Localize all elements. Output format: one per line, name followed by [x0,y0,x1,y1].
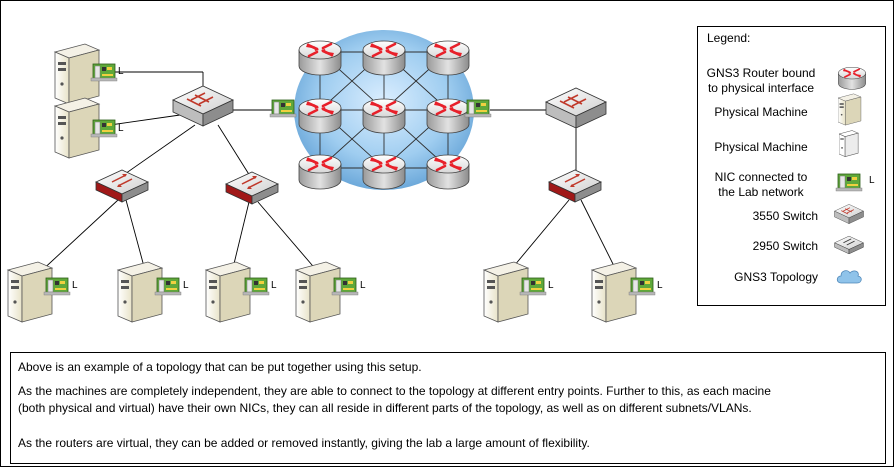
nic-icon [464,99,492,118]
description-line: (both physical and virtual) have their o… [18,401,752,415]
pc-icon [838,93,862,126]
router-icon [361,97,407,135]
pc-icon [54,43,100,105]
network-diagram: L L L L L L L L [7,30,663,323]
legend-item-label: GNS3 Topology [704,270,818,285]
nic-icon [90,119,118,138]
switch-2950-icon [548,169,602,203]
router-icon [425,153,471,191]
switch-2950-icon [95,169,149,203]
legend-title: Legend: [707,31,751,45]
description-line: Above is an example of a topology that c… [18,360,422,374]
lan-label: L [548,280,554,291]
lan-label: L [657,280,663,291]
legend-item-label-line: the Lab network [718,185,804,199]
legend-item-label-line: GNS3 Router bound [706,66,816,80]
switch-3550-icon [834,203,864,225]
router-icon [297,97,343,135]
nic-icon [242,277,270,296]
lan-label: L [271,280,277,291]
lan-label: L [360,280,366,291]
nic-icon [519,277,547,296]
legend-item-label: 3550 Switch [704,209,818,224]
legend-item-label: GNS3 Router bound to physical interface [702,66,820,96]
nic-icon [90,63,118,82]
router-icon [361,39,407,77]
nic-icon [331,277,359,296]
description-paragraph: As the routers are virtual, they can be … [18,435,590,452]
gns3-topology-cloud [294,30,474,191]
legend-item-label-line: 3550 Switch [752,209,818,223]
pc-small-icon [839,130,859,158]
legend-item-label: NIC connected to the Lab network [704,170,818,200]
description-box: Above is an example of a topology that c… [10,352,886,464]
legend-item-label-line: Physical Machine [714,140,808,154]
nic-icon [835,173,863,192]
description-paragraph: Above is an example of a topology that c… [18,359,422,376]
lan-label: L [118,66,124,77]
nic-icon [628,277,656,296]
switch-2950-icon [225,171,279,205]
router-icon [425,97,471,135]
router-icon [837,66,867,91]
switch-3550-icon [172,85,234,127]
legend-item-label-line: NIC connected to [714,170,808,184]
switch-2950-icon [834,235,864,255]
lan-label: L [869,175,875,186]
switch-3550-icon [545,87,607,129]
router-icon [425,39,471,77]
nic-icon [154,277,182,296]
legend-item-label: Physical Machine [704,105,818,120]
lan-label: L [118,123,124,134]
description-line: As the routers are virtual, they can be … [18,436,590,450]
lan-label: L [183,280,189,291]
legend-item-label: Physical Machine [704,140,818,155]
router-icon [297,153,343,191]
nic-icon [43,277,71,296]
legend-item-label-line: Physical Machine [714,105,808,119]
cloud-icon [836,270,862,284]
legend-item-label: 2950 Switch [704,239,818,254]
legend-item-label-line: 2950 Switch [752,239,818,253]
lan-label: L [72,280,78,291]
nic-icon [269,99,297,118]
legend-item-label-line: GNS3 Topology [734,270,818,284]
connections [37,71,618,275]
pc-icon [54,97,100,159]
legend: Legend: GNS3 Router bound to physical in… [697,26,886,306]
router-icon [361,153,407,191]
description-line: As the machines are completely independe… [18,384,771,398]
router-icon [297,39,343,77]
legend-item-label-line: to physical interface [707,81,815,95]
description-paragraph: As the machines are completely independe… [18,383,771,417]
